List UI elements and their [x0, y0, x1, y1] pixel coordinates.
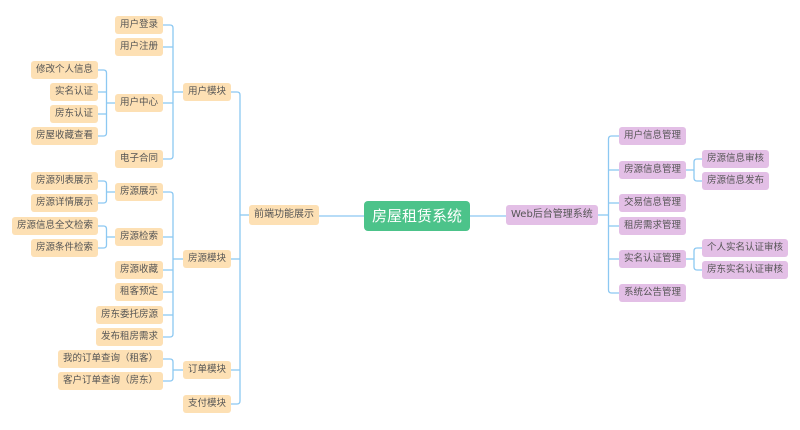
connector-fulltext-search — [98, 225, 108, 230]
node-demand-mgmt[interactable]: 租房需求管理 — [619, 217, 687, 235]
connector-personal-realname-review — [693, 247, 702, 252]
connector-listing-list — [98, 180, 108, 185]
connector-landlord-realname-review — [693, 266, 702, 271]
node-backend[interactable]: Web后台管理系统 — [506, 205, 598, 225]
node-customer-orders[interactable]: 客户订单查询（房东） — [58, 372, 164, 390]
connector-announcement-mgmt — [607, 289, 619, 294]
connector-customer-orders — [163, 377, 174, 382]
connector-listing-publish — [693, 177, 702, 182]
connector-login — [163, 24, 174, 29]
node-user-info-mgmt[interactable]: 用户信息管理 — [619, 127, 687, 145]
connector-user-info-mgmt — [607, 135, 619, 140]
node-listing-publish[interactable]: 房源信息发布 — [702, 172, 770, 190]
node-tenant-booking[interactable]: 租客预定 — [115, 283, 164, 301]
connector-listing-review — [693, 158, 702, 163]
node-fulltext-search[interactable]: 房源信息全文检索 — [12, 217, 99, 235]
node-favorites-view[interactable]: 房屋收藏查看 — [31, 127, 99, 145]
node-landlord-entrust[interactable]: 房东委托房源 — [96, 306, 164, 324]
node-post-demand[interactable]: 发布租房需求 — [96, 328, 164, 346]
node-announcement-mgmt[interactable]: 系统公告管理 — [619, 284, 687, 302]
connector-favorites-view — [98, 132, 108, 137]
node-listing-search[interactable]: 房源检索 — [115, 228, 164, 246]
node-e-contract[interactable]: 电子合同 — [115, 150, 164, 168]
node-listing-module[interactable]: 房源模块 — [183, 250, 232, 268]
connector-my-orders — [163, 358, 174, 363]
node-listing-detail[interactable]: 房源详情展示 — [31, 194, 99, 212]
node-frontend[interactable]: 前端功能展示 — [249, 205, 319, 225]
node-register[interactable]: 用户注册 — [115, 38, 164, 56]
node-realname-mgmt[interactable]: 实名认证管理 — [619, 250, 687, 268]
node-listing-favorite[interactable]: 房源收藏 — [115, 261, 164, 279]
connector-user-module — [231, 91, 241, 96]
node-user-center[interactable]: 用户中心 — [115, 94, 164, 112]
connector-condition-search — [98, 244, 108, 249]
node-root[interactable]: 房屋租赁系统 — [364, 201, 471, 231]
node-trade-info-mgmt[interactable]: 交易信息管理 — [619, 194, 687, 212]
node-payment-module[interactable]: 支付模块 — [183, 395, 232, 413]
node-landlord-auth[interactable]: 房东认证 — [50, 105, 99, 123]
node-order-module[interactable]: 订单模块 — [183, 361, 232, 379]
node-listing-display[interactable]: 房源展示 — [115, 183, 164, 201]
node-listing-info-mgmt[interactable]: 房源信息管理 — [619, 161, 687, 179]
connector-post-demand — [163, 333, 174, 338]
node-landlord-realname-review[interactable]: 房东实名认证审核 — [702, 261, 789, 279]
node-user-module[interactable]: 用户模块 — [183, 83, 232, 101]
connector-e-contract — [163, 155, 174, 160]
node-listing-list[interactable]: 房源列表展示 — [31, 172, 99, 190]
connector-edit-profile — [98, 69, 108, 74]
node-edit-profile[interactable]: 修改个人信息 — [31, 61, 99, 79]
node-listing-review[interactable]: 房源信息审核 — [702, 150, 770, 168]
node-my-orders[interactable]: 我的订单查询（租客） — [58, 350, 164, 368]
node-personal-realname-review[interactable]: 个人实名认证审核 — [702, 239, 789, 257]
connector-listing-display — [163, 191, 174, 196]
connector-listing-detail — [98, 199, 108, 204]
connector-payment-module — [231, 400, 241, 405]
node-realname-auth[interactable]: 实名认证 — [50, 83, 99, 101]
node-login[interactable]: 用户登录 — [115, 16, 164, 34]
node-condition-search[interactable]: 房源条件检索 — [31, 239, 99, 257]
